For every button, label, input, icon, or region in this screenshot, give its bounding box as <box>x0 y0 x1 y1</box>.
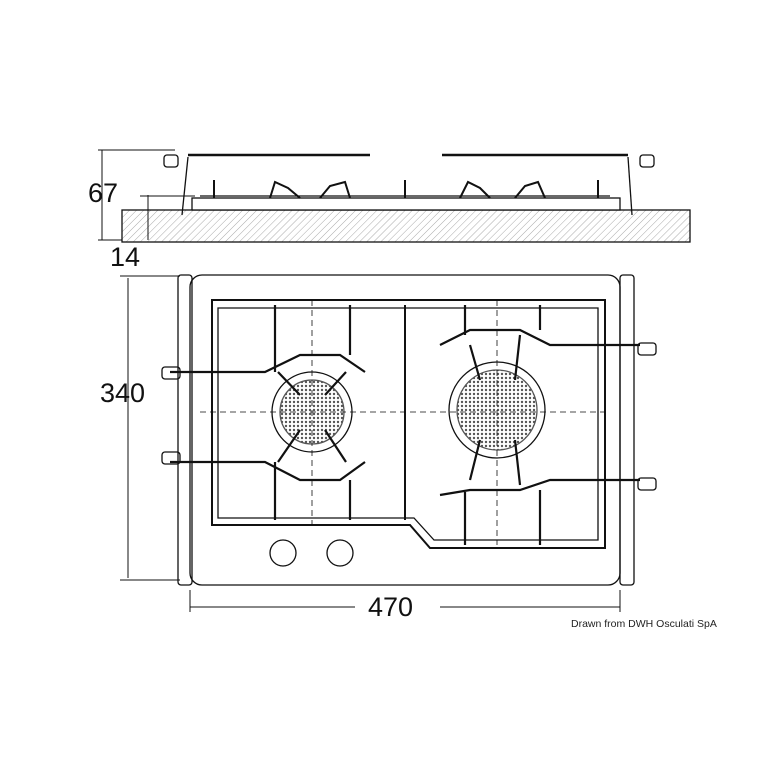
credit-caption: Drawn from DWH Osculati SpA <box>571 618 717 630</box>
depth-dimension-label: 340 <box>100 378 146 408</box>
knobs <box>161 342 657 567</box>
dimension-lines <box>98 149 621 612</box>
width-dimension-label: 470 <box>368 592 414 622</box>
pan-supports <box>170 305 640 545</box>
side-view <box>121 153 691 243</box>
thickness-dimension-label: 14 <box>110 242 141 272</box>
height-dimension-label: 67 <box>88 178 119 208</box>
top-view <box>161 274 657 586</box>
